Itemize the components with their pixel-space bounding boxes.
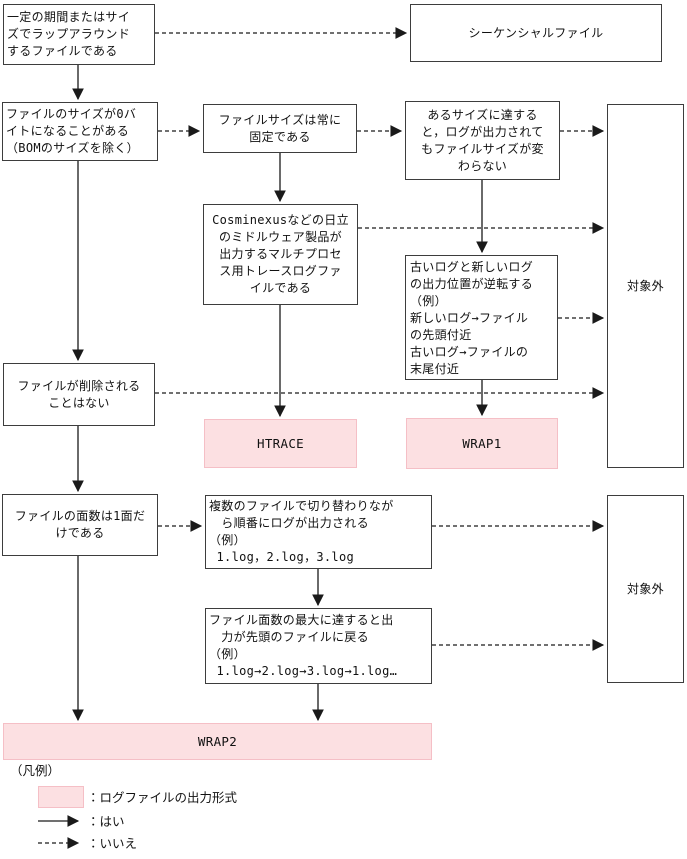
node-log-position-reversed: 古いログと新しいログ の出力位置が逆転する （例） 新しいログ→ファイル の先頭… — [405, 255, 558, 380]
node-fixed-size: ファイルサイズは常に 固定である — [203, 104, 357, 153]
legend-yes-label: ：はい — [87, 814, 125, 829]
node-multi-file: 複数のファイルで切り替わりなが ら順番にログが出力される （例） 1.log，2… — [205, 495, 432, 569]
node-reach-size: あるサイズに達する と，ログが出力されて もファイルサイズが変 わらない — [405, 101, 560, 180]
node-htrace: HTRACE — [204, 419, 357, 468]
node-max-face: ファイル面数の最大に達すると出 力が先頭のファイルに戻る （例） 1.log→2… — [205, 608, 432, 684]
node-sequential-file: シーケンシャルファイル — [410, 4, 662, 62]
node-single-face: ファイルの面数は1面だ けである — [2, 494, 158, 556]
node-cosminexus-trace: Cosminexusなどの日立 のミドルウェア製品が 出力するマルチプロセ ス用… — [203, 204, 358, 305]
node-no-delete: ファイルが削除される ことはない — [3, 363, 155, 426]
legend-title: （凡例） — [10, 763, 61, 778]
node-excluded-2: 対象外 — [607, 495, 684, 683]
node-wrap1: WRAP1 — [406, 418, 558, 469]
node-wrap-around: 一定の期間またはサイ ズでラップアラウンド するファイルである — [3, 4, 155, 65]
node-wrap2: WRAP2 — [3, 723, 432, 760]
legend-pink-swatch — [38, 786, 84, 808]
node-zero-byte: ファイルのサイズが0バ イトになることがある （BOMのサイズを除く） — [2, 102, 158, 161]
node-excluded-1: 対象外 — [607, 104, 684, 468]
legend-pink-label: ：ログファイルの出力形式 — [87, 790, 238, 805]
legend-no-label: ：いいえ — [87, 836, 138, 851]
